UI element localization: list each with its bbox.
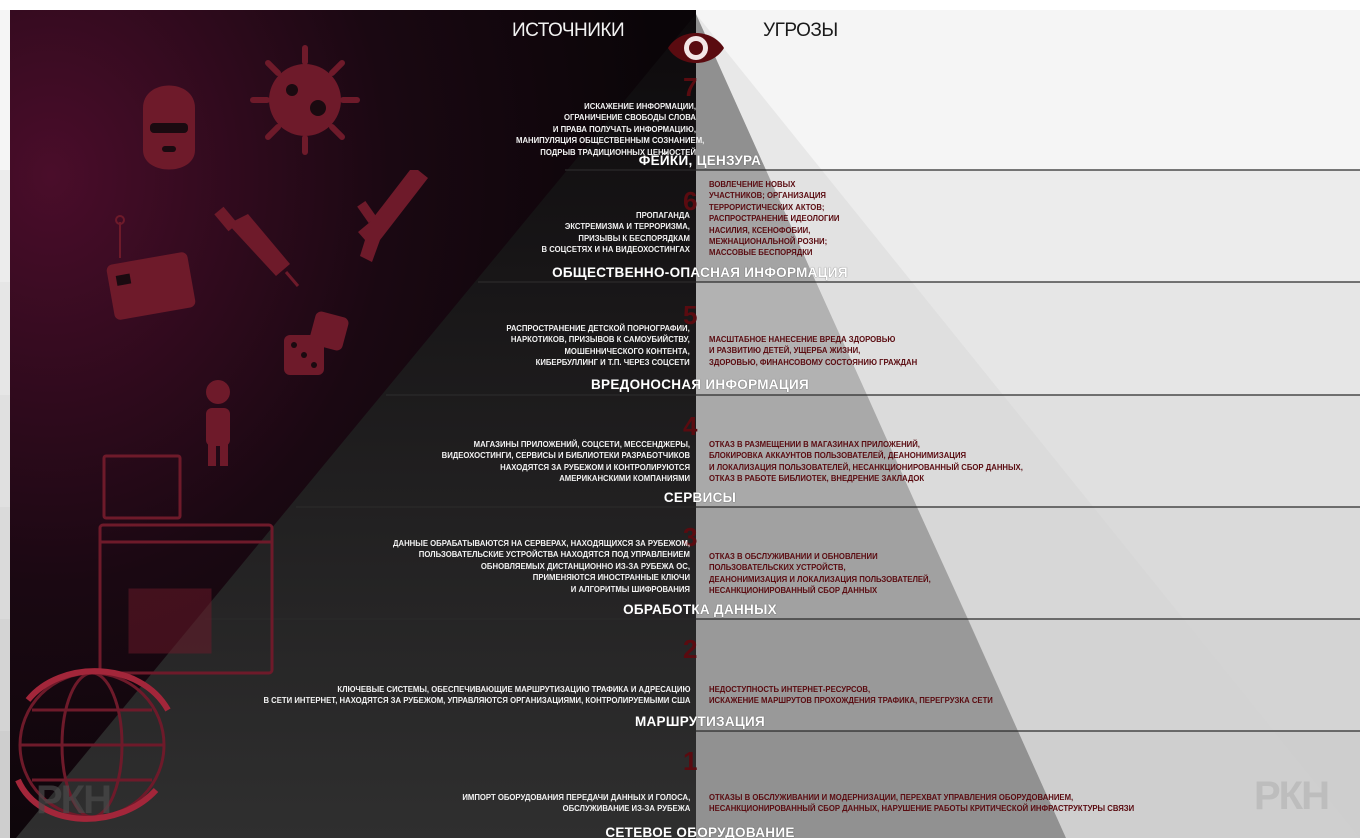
sources-heading: ИСТОЧНИКИ <box>512 20 625 41</box>
level-3-threats-text: ОТКАЗ В ОБСЛУЖИВАНИИ И ОБНОВЛЕНИИ ПОЛЬЗО… <box>709 551 931 596</box>
level-2-threats-text: НЕДОСТУПНОСТЬ ИНТЕРНЕТ-РЕСУРСОВ, ИСКАЖЕН… <box>709 684 993 706</box>
eye-icon <box>668 33 724 63</box>
rifle-icon <box>357 170 428 262</box>
band-dividers <box>115 169 1360 732</box>
level-1-number: 1 <box>683 746 698 776</box>
level-2-sources-text: КЛЮЧЕВЫЕ СИСТЕМЫ, ОБЕСПЕЧИВАЮЩИЕ МАРШРУТ… <box>263 684 690 706</box>
level-7-sources-text: ИСКАЖЕНИЕ ИНФОРМАЦИИ, ОГРАНИЧЕНИЕ СВОБОД… <box>516 101 705 157</box>
level-3-title: ОБРАБОТКА ДАННЫХ <box>623 602 777 617</box>
level-2-title: МАРШРУТИЗАЦИЯ <box>634 714 766 729</box>
level-6-sources-text: ПРОПАГАНДА ЭКСТРЕМИЗМА И ТЕРРОРИЗМА, ПРИ… <box>541 210 690 255</box>
level-4-threats-text: ОТКАЗ В РАЗМЕЩЕНИИ В МАГАЗИНАХ ПРИЛОЖЕНИ… <box>709 439 1023 484</box>
watermark-left: РКН <box>36 778 112 822</box>
level-3-sources-text: ДАННЫЕ ОБРАБАТЫВАЮТСЯ НА СЕРВЕРАХ, НАХОД… <box>393 538 690 594</box>
level-5-sources-text: РАСПРОСТРАНЕНИЕ ДЕТСКОЙ ПОРНОГРАФИИ, НАР… <box>506 323 690 368</box>
threats-heading: УГРОЗЫ <box>763 20 838 41</box>
level-7-title: ФЕЙКИ, ЦЕНЗУРА <box>638 153 762 168</box>
level-4-sources-text: МАГАЗИНЫ ПРИЛОЖЕНИЙ, СОЦСЕТИ, МЕССЕНДЖЕР… <box>441 439 690 484</box>
pyramid-right-shade <box>696 14 1360 838</box>
dice-icon <box>284 311 349 375</box>
level-1-threats-text: ОТКАЗЫ В ОБСЛУЖИВАНИИ И МОДЕРНИЗАЦИИ, ПЕ… <box>709 792 1135 814</box>
level-6-number: 6 <box>683 186 698 216</box>
browser-window-icon <box>98 454 274 675</box>
level-4-title: СЕРВИСЫ <box>663 490 737 505</box>
balaclava-icon <box>143 85 195 170</box>
level-1-title: СЕТЕВОЕ ОБОРУДОВАНИЕ <box>605 825 795 838</box>
watermark-right: РКН <box>1254 774 1330 818</box>
level-5-title: ВРЕДОНОСНАЯ ИНФОРМАЦИЯ <box>591 377 809 392</box>
level-7-number: 7 <box>683 72 698 102</box>
level-5-threats-text: МАСШТАБНОЕ НАНЕСЕНИЕ ВРЕДА ЗДОРОВЬЮ И РА… <box>709 334 918 367</box>
globe-icon <box>15 668 171 822</box>
card-hook-icon <box>106 215 196 320</box>
level-5-number: 5 <box>683 300 698 330</box>
pyramid-right-half <box>696 14 1066 838</box>
level-4-number: 4 <box>683 411 698 441</box>
level-3-number: 3 <box>683 522 698 552</box>
virus-icon <box>250 45 360 155</box>
level-2-number: 2 <box>683 634 698 664</box>
person-phone-icon <box>206 380 230 466</box>
level-1-sources-text: ИМПОРТ ОБОРУДОВАНИЯ ПЕРЕДАЧИ ДАННЫХ И ГО… <box>462 792 690 814</box>
level-6-threats-text: ВОВЛЕЧЕНИЕ НОВЫХ УЧАСТНИКОВ; ОРГАНИЗАЦИЯ… <box>709 179 840 258</box>
syringe-icon <box>214 206 300 287</box>
level-6-title: ОБЩЕСТВЕННО-ОПАСНАЯ ИНФОРМАЦИЯ <box>552 265 848 280</box>
